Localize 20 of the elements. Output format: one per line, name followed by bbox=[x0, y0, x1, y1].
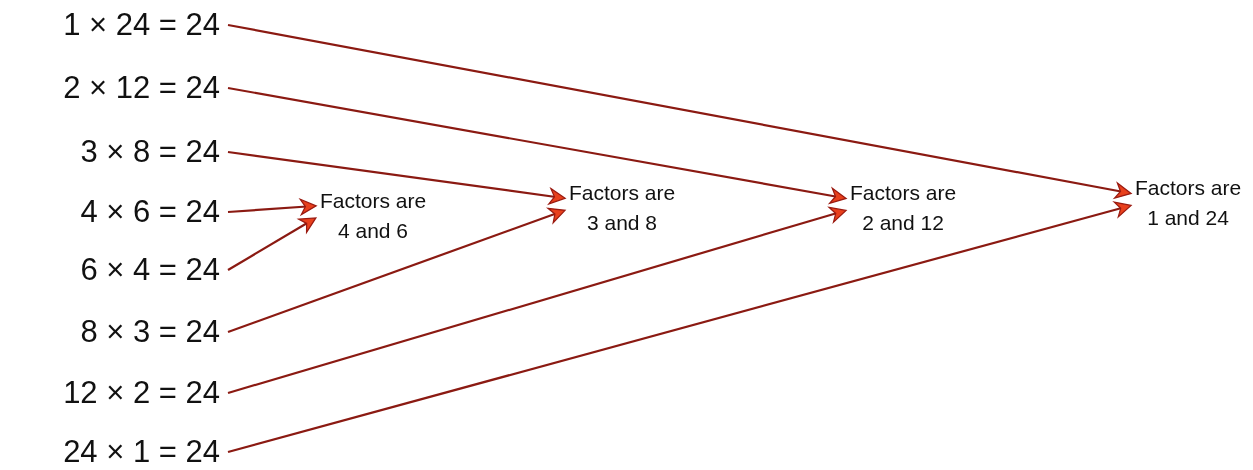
equation-text: 12 × 2 = 24 bbox=[10, 375, 220, 411]
equation-text: 1 × 24 = 24 bbox=[10, 7, 220, 43]
equation-text: 24 × 1 = 24 bbox=[10, 434, 220, 470]
arrow bbox=[227, 201, 1132, 454]
arrow bbox=[227, 23, 1132, 199]
arrow bbox=[227, 150, 566, 205]
arrow bbox=[227, 208, 566, 334]
arrow bbox=[227, 207, 847, 395]
equation-text: 8 × 3 = 24 bbox=[10, 314, 220, 350]
arrow bbox=[227, 199, 317, 215]
factors-label: Factors are 2 and 12 bbox=[848, 178, 958, 238]
factors-label: Factors are 1 and 24 bbox=[1133, 173, 1243, 233]
equation-text: 4 × 6 = 24 bbox=[10, 194, 220, 230]
factors-label: Factors are 4 and 6 bbox=[318, 186, 428, 246]
factors-label: Factors are 3 and 8 bbox=[567, 178, 677, 238]
equation-text: 6 × 4 = 24 bbox=[10, 252, 220, 288]
equation-text: 2 × 12 = 24 bbox=[10, 70, 220, 106]
arrow bbox=[227, 86, 847, 204]
equation-text: 3 × 8 = 24 bbox=[10, 134, 220, 170]
arrow bbox=[227, 217, 317, 271]
